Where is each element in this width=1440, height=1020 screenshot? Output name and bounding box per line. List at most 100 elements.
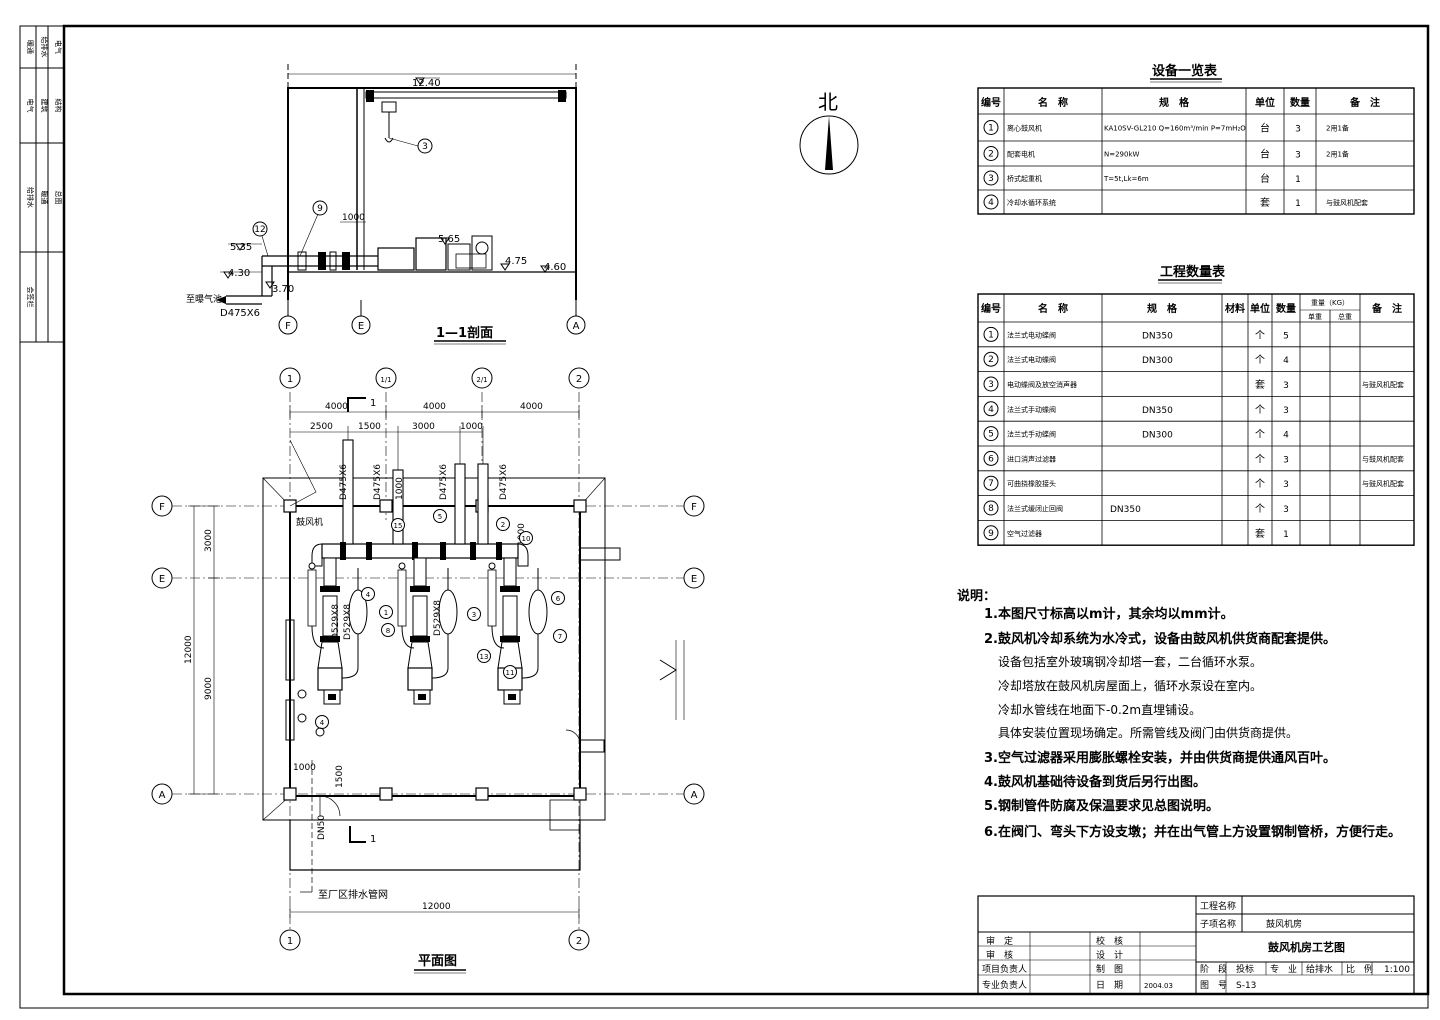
tb-role-1: 审 定 [986,935,1013,947]
note-line: 4.鼓风机基础待设备到货后另行出图。 [984,774,1206,790]
qty-qty: 3 [1283,381,1289,391]
plan-drain-label: DN50 [317,815,327,840]
plan-axis-label: 2 [576,374,582,385]
equip-name: 离心鼓风机 [1007,124,1042,133]
qty-no-circle [983,450,999,466]
blower-train [307,557,368,705]
equip-header: 单位 [1255,96,1275,109]
quantity-table-title: 工程数量表 [1160,264,1226,280]
qty-spec: DN300 [1142,431,1173,441]
equip-name: 桥式起重机 [1007,174,1042,183]
qty-header: 数量 [1276,302,1296,315]
equip-no: 4 [988,198,994,208]
qty-unit: 套 [1255,378,1265,391]
plan-marker [297,713,307,723]
equip-unit: 台 [1260,122,1270,135]
plan-dim-top-2: 4000 [423,402,446,412]
qty-spec: DN350 [1110,505,1141,515]
plan-axis-bubble [568,929,590,951]
plan-axis-bubble [151,567,173,589]
equip-spec: T=5t,Lk=6m [1103,175,1149,183]
strip-label: 建筑 [40,99,49,113]
qty-qty: 4 [1283,431,1289,441]
note-line: 3.空气过滤器采用膨胀螺栓安装，并由供货商提供通风百叶。 [984,750,1336,766]
north-arrow: 北 [799,90,859,175]
plan-balloon [551,591,565,605]
balloon-12 [252,221,268,237]
qty-no: 8 [988,504,994,514]
section-1-1: 3 9 12 12.40 5.35 4.30 5.65 4.75 4.60 3.… [186,62,586,345]
plan-balloon-label: 5 [438,513,442,521]
plan-dim-misc-3: 1500 [335,765,345,788]
qty-name: 法兰式电动蝶阀 [1007,355,1056,364]
qty-header: 重量（KG） [1311,299,1349,307]
section-title: 1—1剖面 [436,325,493,341]
qty-remark: 与鼓风机配套 [1362,479,1404,488]
plan-balloon [433,509,447,523]
plan-axis-bubble [683,495,705,517]
elev-5-35: 5.35 [230,242,252,253]
plan-section-mark-bottom: 1 [370,834,376,845]
tb-stage: 投标 [1236,963,1254,975]
elev-4-75: 4.75 [505,256,527,267]
blower-train [487,557,548,705]
tb-major-label: 专 业 [1270,963,1297,975]
qty-qty: 4 [1283,356,1289,366]
qty-no-circle [983,525,999,541]
plan-balloon-label: 3 [472,611,476,619]
plan-balloon [503,665,517,679]
qty-header: 编号 [981,302,1001,315]
equip-header: 规 格 [1159,96,1190,109]
equip-qty: 1 [1295,175,1301,185]
tb-drawing-no-label: 图 号 [1200,980,1227,991]
equip-name: 冷却水循环系统 [1007,198,1056,207]
plan-axis-label: F [691,502,697,513]
qty-spec: DN350 [1142,331,1173,341]
qty-qty: 5 [1283,331,1289,341]
tb-date: 2004.03 [1144,982,1173,990]
qty-unit: 个 [1255,404,1265,416]
qty-header-total-weight: 总重 [1338,312,1352,321]
qty-no: 3 [988,380,994,390]
equip-no: 1 [988,124,994,134]
plan-balloon-label: 4 [320,719,325,727]
plan-reducer-label-3: D529X8 [433,600,443,636]
balloon-9-label: 9 [317,204,323,214]
qty-no-circle [983,426,999,442]
plan-axis-bubble [471,367,493,389]
plan-pipe-label-1: D475X6 [339,464,349,500]
qty-qty: 3 [1283,480,1289,490]
outer-border [19,25,1429,1009]
equip-header: 数量 [1290,96,1310,109]
notes-title: 说明： [957,588,996,604]
plan-pipe-label-4: D475X6 [499,464,509,500]
equip-unit: 套 [1260,196,1270,209]
qty-no-circle [983,326,999,342]
plan-axis-bubble [683,783,705,805]
equip-unit: 台 [1260,172,1270,185]
plan-balloon [467,607,481,621]
plan-balloon [361,587,375,601]
plan-room-label: 鼓风机 [296,516,323,528]
plan-dim-sub-3: 3000 [412,422,435,432]
plan-dim-sub-2: 1500 [358,422,381,432]
strip-label: 结构 [54,99,63,113]
plan-pipe-label-2: D475X6 [373,464,383,500]
equip-unit: 台 [1260,148,1270,161]
strip-label: 会签栏 [26,287,35,308]
qty-remark: 与鼓风机配套 [1362,380,1404,389]
qty-spec: DN300 [1142,356,1173,366]
plan-balloon-label: 2 [501,521,505,529]
elev-12-40: 12.40 [412,78,441,89]
plan-axis-label: 2 [576,936,582,947]
qty-spec: DN350 [1142,406,1173,416]
section-dim-1000: 1000 [342,213,365,223]
qty-header: 规 格 [1147,302,1178,315]
tb-role2-1: 校 核 [1096,935,1123,947]
strip-label: 给排水 [40,37,49,58]
elev-3-70: 3.70 [272,284,294,295]
section-axis-e-label: E [358,321,364,332]
plan-axis-bubble [279,929,301,951]
note-line: 设备包括室外玻璃钢冷却塔一套，二台循环水泵。 [998,654,1262,669]
section-axis-f-label: F [285,321,291,332]
